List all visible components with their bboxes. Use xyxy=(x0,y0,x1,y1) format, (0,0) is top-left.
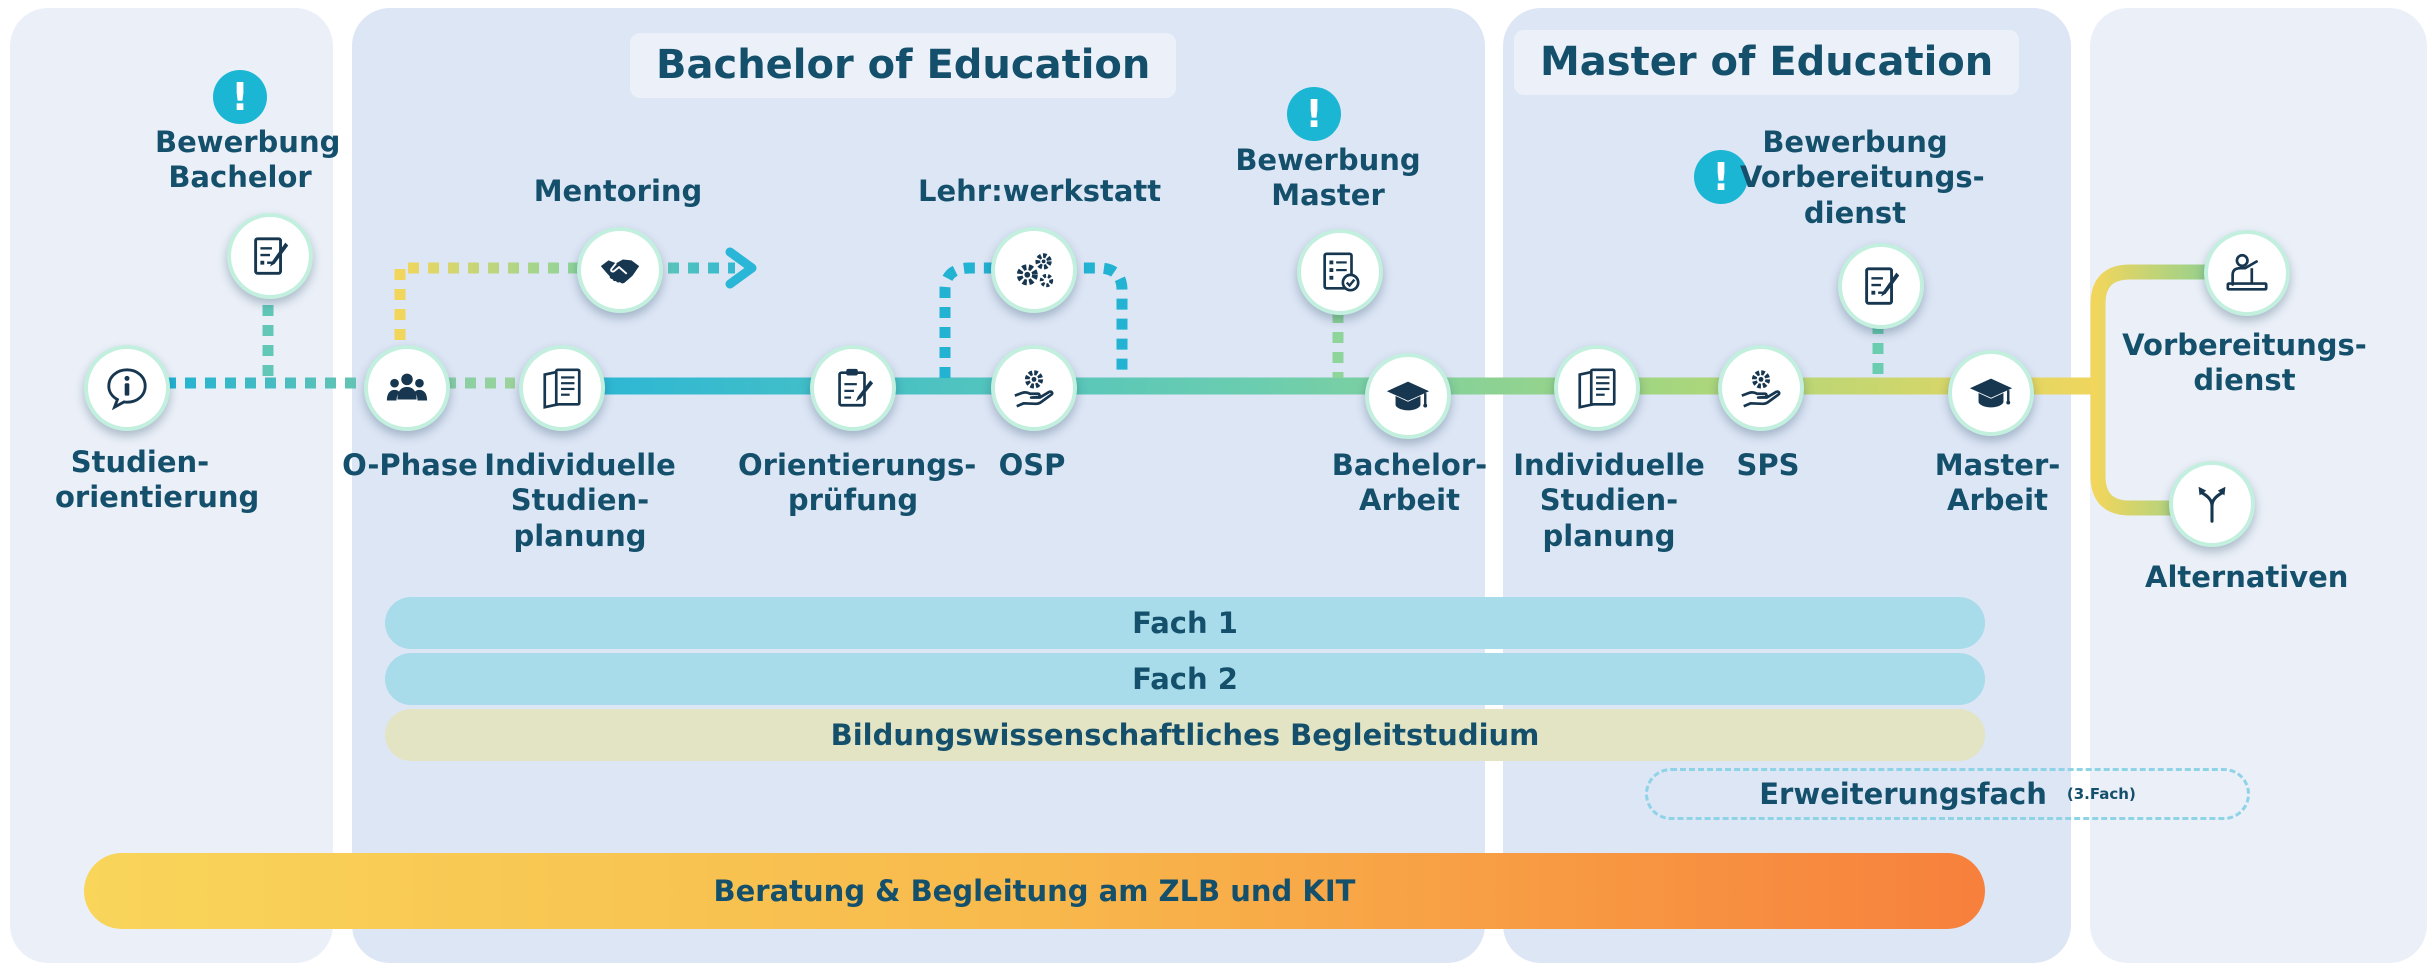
document-folder-icon xyxy=(543,368,581,409)
graduation-cap-icon xyxy=(1386,381,1430,411)
label-orientierungspruefung: Orientierungs- prüfung xyxy=(738,448,977,518)
node-o-phase[interactable] xyxy=(364,345,450,431)
node-individuelle-studienplanung-2[interactable] xyxy=(1554,345,1640,431)
label-lehrwerkstatt: Lehr:werkstatt xyxy=(918,174,1162,208)
label-alternativen: Alternativen xyxy=(2145,560,2349,594)
label-master-arbeit: Master- Arbeit xyxy=(1934,448,2061,518)
bar-erweiterungsfach: Erweiterungsfach (3.Fach) xyxy=(1645,768,2250,820)
bar-fach-2: Fach 2 xyxy=(385,653,1985,705)
node-lehrwerkstatt[interactable] xyxy=(991,227,1077,313)
alert-bewerbung-bachelor-icon: ! xyxy=(213,70,267,124)
label-bewerbung-bachelor: Bewerbung Bachelor xyxy=(155,125,341,195)
label-individuelle-studienplanung-2: Individuelle Studien- planung xyxy=(1513,448,1705,553)
node-alternativen[interactable] xyxy=(2169,461,2255,547)
gears-icon xyxy=(1016,253,1054,288)
application-form-icon xyxy=(1865,267,1900,305)
alert-bewerbung-master-icon: ! xyxy=(1287,87,1341,141)
panel-bachelor xyxy=(352,8,1485,963)
application-form-icon xyxy=(254,237,289,275)
hand-gear-icon xyxy=(1014,370,1054,408)
node-individuelle-studienplanung-1[interactable] xyxy=(519,345,605,431)
node-osp[interactable] xyxy=(991,345,1077,431)
node-orientierungspruefung[interactable] xyxy=(810,345,896,431)
mentoring-arrowhead xyxy=(725,247,757,289)
header-master: Master of Education xyxy=(1514,30,2020,95)
label-bewerbung-master: Bewerbung Master xyxy=(1235,143,1421,213)
graduation-cap-icon xyxy=(1969,378,2013,408)
node-master-arbeit[interactable] xyxy=(1948,350,2034,436)
alert-bewerbung-vd-icon: ! xyxy=(1694,150,1748,204)
group-icon xyxy=(386,373,428,401)
node-bachelor-arbeit[interactable] xyxy=(1365,353,1451,439)
node-vorbereitungsdienst[interactable] xyxy=(2204,230,2290,316)
label-sps: SPS xyxy=(1736,448,1800,482)
node-bewerbung-vorbereitungsdienst[interactable] xyxy=(1838,243,1924,329)
teacher-icon xyxy=(2226,253,2268,291)
node-sps[interactable] xyxy=(1718,345,1804,431)
erweiterungsfach-note: (3.Fach) xyxy=(2066,785,2136,803)
node-bewerbung-master[interactable] xyxy=(1297,229,1383,315)
node-bewerbung-bachelor[interactable] xyxy=(227,213,313,299)
label-vorbereitungsdienst: Vorbereitungs- dienst xyxy=(2122,328,2367,398)
bar-beratung: Beratung & Begleitung am ZLB und KIT xyxy=(84,853,1985,929)
label-o-phase: O-Phase xyxy=(342,448,478,482)
label-bewerbung-vd: Bewerbung Vorbereitungs- dienst xyxy=(1740,125,1985,230)
checklist-icon xyxy=(1323,252,1360,292)
label-studienorientierung: Studien- orientierung xyxy=(55,445,260,515)
panel-master xyxy=(1503,8,2071,963)
document-folder-icon xyxy=(1578,368,1616,409)
node-mentoring[interactable] xyxy=(577,227,663,313)
exam-clipboard-icon xyxy=(838,368,874,407)
node-studienorientierung[interactable] xyxy=(84,345,170,431)
label-bachelor-arbeit: Bachelor- Arbeit xyxy=(1331,448,1488,518)
panel-orientation xyxy=(10,8,333,963)
erweiterungsfach-label: Erweiterungsfach xyxy=(1759,777,2047,811)
label-mentoring: Mentoring xyxy=(533,174,703,208)
label-individuelle-studienplanung-1: Individuelle Studien- planung xyxy=(484,448,676,553)
bar-fach-1: Fach 1 xyxy=(385,597,1985,649)
split-arrow-icon xyxy=(2198,486,2226,523)
connector-branch xyxy=(2090,264,2238,516)
bar-begleitstudium: Bildungswissenschaftliches Begleitstudiu… xyxy=(385,709,1985,761)
panel-career xyxy=(2090,8,2427,963)
info-icon xyxy=(107,368,147,411)
hand-gear-icon xyxy=(1741,370,1781,408)
handshake-icon xyxy=(600,259,640,284)
connector-mentoring xyxy=(394,262,735,340)
header-bachelor: Bachelor of Education xyxy=(630,33,1177,98)
label-osp: OSP xyxy=(998,448,1066,482)
